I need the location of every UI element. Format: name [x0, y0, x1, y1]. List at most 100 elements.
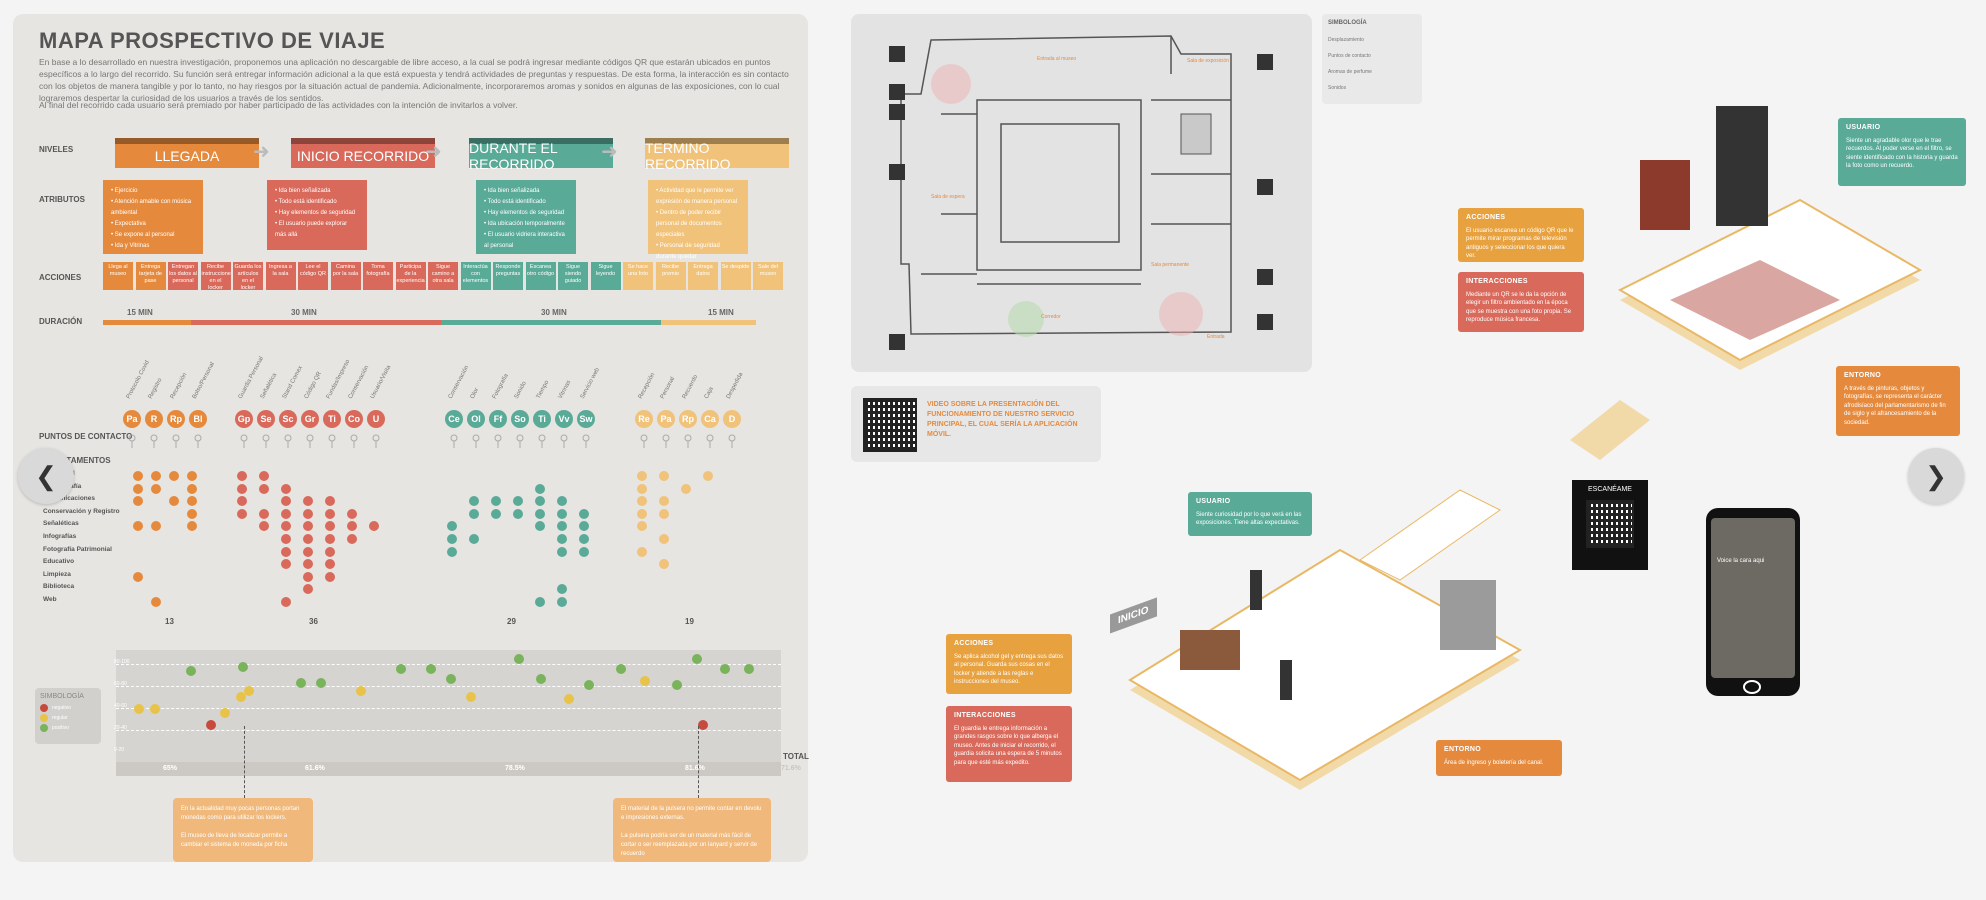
- department-dot: [535, 508, 545, 519]
- pin-icon: [582, 434, 590, 448]
- touchpoint-name: Olor: [469, 387, 481, 400]
- department-dot: [151, 471, 161, 481]
- phone-screen: Voice la cara aqui: [1711, 518, 1795, 678]
- action-card: Toma fotografía: [363, 262, 393, 290]
- qr-code-icon[interactable]: [863, 398, 917, 452]
- department-dot: [187, 521, 197, 532]
- duration-inicio: 30 MIN: [291, 308, 317, 317]
- note-termino: El material de la pulsera no permite con…: [613, 798, 771, 862]
- department-dot: [659, 496, 669, 507]
- video-qr-card[interactable]: VIDEO SOBRE LA PRESENTACIÓN DEL FUNCIONA…: [851, 386, 1101, 462]
- pin-icon: [450, 434, 458, 448]
- department-dot: [447, 546, 457, 557]
- attributes-durante: • Ida bien señalizada • Todo está identi…: [476, 180, 576, 254]
- department-dot: [535, 496, 545, 507]
- department-dot: [259, 508, 269, 519]
- department-label: Biblioteca: [43, 583, 75, 591]
- emotion-dot: [514, 654, 524, 664]
- department-dot: [637, 521, 647, 532]
- touchpoint-icon: Rp: [167, 410, 185, 428]
- emotion-dot: [396, 664, 406, 674]
- action-card: Escanea otro código: [525, 262, 556, 290]
- pin-icon: [328, 434, 336, 448]
- department-dot: [281, 496, 291, 507]
- count: 36: [309, 617, 318, 626]
- touchpoint-icon: Ti: [533, 410, 551, 428]
- department-dot: [169, 471, 179, 481]
- touchpoint-name: Señalética: [259, 372, 279, 400]
- attributes-termino: • Actividad que le permite ver expresión…: [648, 180, 748, 260]
- department-dot: [151, 597, 161, 607]
- department-dot: [187, 471, 197, 481]
- department-dot: [281, 559, 291, 570]
- department-label: Fotografía Patrimonial: [43, 545, 112, 553]
- pin-icon: [128, 434, 136, 448]
- row-label-duracion: DURACIÓN: [39, 317, 83, 326]
- touchpoint-name: Conservación: [347, 364, 371, 400]
- action-card: Entrega tarjeta de pase: [135, 262, 166, 290]
- emotion-tick: 80-100: [114, 659, 130, 665]
- emotion-dot: [186, 666, 196, 676]
- touchpoint-icon: Ol: [467, 410, 485, 428]
- touchpoint-name: Fundas/Impreso: [325, 358, 352, 400]
- emotion-dot: [744, 664, 754, 674]
- legend-label: positivo: [52, 725, 69, 731]
- emotion-dot: [220, 708, 230, 718]
- touchpoint-name: Recepción: [169, 372, 189, 400]
- touchpoint-name: Sonido: [513, 380, 528, 400]
- pin-icon: [494, 434, 502, 448]
- department-dot: [187, 483, 197, 494]
- department-dot: [259, 521, 269, 532]
- page-title: MAPA PROSPECTIVO DE VIAJE: [39, 28, 386, 53]
- pin-icon: [150, 434, 158, 448]
- department-dot: [325, 521, 335, 532]
- count: 19: [685, 617, 694, 626]
- action-card: Entregan los datos al personal: [168, 262, 198, 290]
- action-card: Llega al museo: [103, 262, 133, 290]
- touchpoint-icon: Re: [635, 410, 653, 428]
- touchpoint-icon: Vv: [555, 410, 573, 428]
- department-dot: [557, 546, 567, 557]
- prev-button[interactable]: ❮: [18, 448, 74, 504]
- plan-label: Sala de exposición: [1187, 58, 1229, 64]
- row-label-acciones: ACCIONES: [39, 273, 82, 282]
- emotion-dot: [698, 720, 708, 730]
- action-card: Se hace una foto: [623, 262, 653, 290]
- touchpoint-name: Usuario/Visita: [369, 364, 393, 400]
- shutter-button[interactable]: [1743, 680, 1761, 694]
- next-button[interactable]: ❯: [1908, 448, 1964, 504]
- emotion-percent: 65%: [163, 765, 178, 772]
- pin-icon: [640, 434, 648, 448]
- department-dot: [151, 521, 161, 532]
- qr-code-icon[interactable]: [1586, 500, 1634, 548]
- legend-swatch: [40, 714, 48, 722]
- department-dot: [579, 534, 589, 544]
- touchpoint-name: Vitrinas: [557, 379, 573, 400]
- emotion-percent-total: 71.6%: [781, 765, 801, 772]
- plan-label: Sala de espera: [931, 194, 965, 200]
- department-dot: [303, 584, 313, 595]
- department-dot: [513, 508, 523, 519]
- department-dot: [557, 521, 567, 532]
- plan-legend-item: Desplazamiento: [1328, 37, 1364, 43]
- department-dot: [637, 483, 647, 494]
- emotion-dot: [640, 676, 650, 686]
- emotion-dot: [692, 654, 702, 664]
- emotion-dot: [356, 686, 366, 696]
- emotion-tick: 0-20: [114, 747, 125, 753]
- arrow-right-icon: ➜: [253, 141, 270, 163]
- department-dot: [469, 534, 479, 544]
- emotion-dot: [244, 686, 254, 696]
- department-dot: [637, 508, 647, 519]
- action-card: Entrega datos: [688, 262, 718, 290]
- touchpoint-icon: D: [723, 410, 741, 428]
- department-dot: [281, 483, 291, 494]
- touchpoint-name: Personal: [659, 376, 677, 400]
- department-dot: [133, 571, 143, 582]
- row-label-atributos: ATRIBUTOS: [39, 195, 85, 204]
- scan-me-poster[interactable]: ESCANÉAME: [1572, 480, 1648, 570]
- total-label: TOTAL: [783, 752, 809, 761]
